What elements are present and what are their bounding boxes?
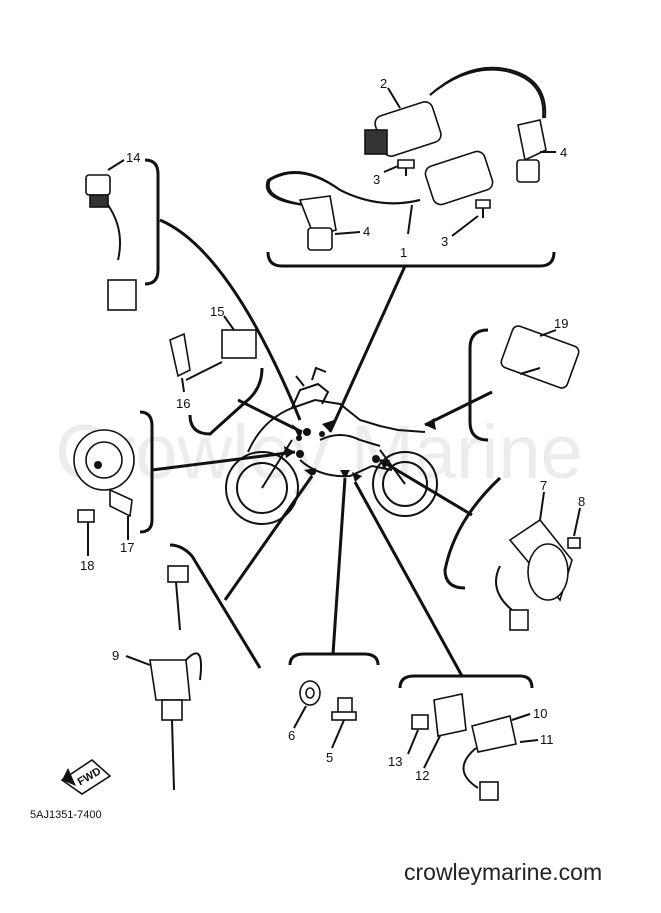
ignition-coil-assembly	[265, 66, 547, 251]
callout-2[interactable]: 2	[380, 76, 387, 91]
watermark-text: Crowley Marine	[55, 410, 583, 495]
callout-8[interactable]: 8	[578, 494, 585, 509]
callout-13[interactable]: 13	[388, 754, 402, 769]
group-brackets	[139, 158, 556, 689]
reflector-19	[500, 325, 580, 389]
callout-16[interactable]: 16	[176, 396, 190, 411]
callout-14[interactable]: 14	[126, 150, 140, 165]
callout-12[interactable]: 12	[415, 768, 429, 783]
callout-18[interactable]: 18	[80, 558, 94, 573]
callout-15[interactable]: 15	[210, 304, 224, 319]
callout-labels: 1 2 3 3 4 4 5 6 7 8 9 10 11 12 13 14 15 …	[80, 76, 585, 783]
horn	[73, 429, 135, 556]
switch-14	[85, 159, 137, 311]
callout-4a[interactable]: 4	[560, 145, 567, 160]
locator-arrows	[284, 418, 436, 482]
callout-19[interactable]: 19	[554, 316, 568, 331]
callout-1[interactable]: 1	[400, 245, 407, 260]
callout-17[interactable]: 17	[120, 540, 134, 555]
fwd-arrow: FWD	[60, 758, 112, 795]
callout-6[interactable]: 6	[288, 728, 295, 743]
main-switch-7-8	[495, 491, 581, 631]
callout-4b[interactable]: 4	[363, 224, 370, 239]
callout-9[interactable]: 9	[112, 648, 119, 663]
switch-15-16	[169, 315, 257, 393]
callout-3a[interactable]: 3	[373, 172, 380, 187]
leader-lines-coils	[334, 87, 556, 237]
locator-dots	[296, 428, 380, 476]
website-label[interactable]: crowleymarine.com	[404, 859, 602, 885]
callout-10[interactable]: 10	[533, 706, 547, 721]
callout-11[interactable]: 11	[540, 732, 554, 747]
callout-3b[interactable]: 3	[441, 234, 448, 249]
parts-5-6	[293, 680, 357, 749]
callout-5[interactable]: 5	[326, 750, 333, 765]
parts-10-13	[407, 693, 539, 801]
sensor-9	[125, 565, 202, 791]
drawing-code: 5AJ1351-7400	[30, 809, 102, 821]
callout-7[interactable]: 7	[540, 478, 547, 493]
